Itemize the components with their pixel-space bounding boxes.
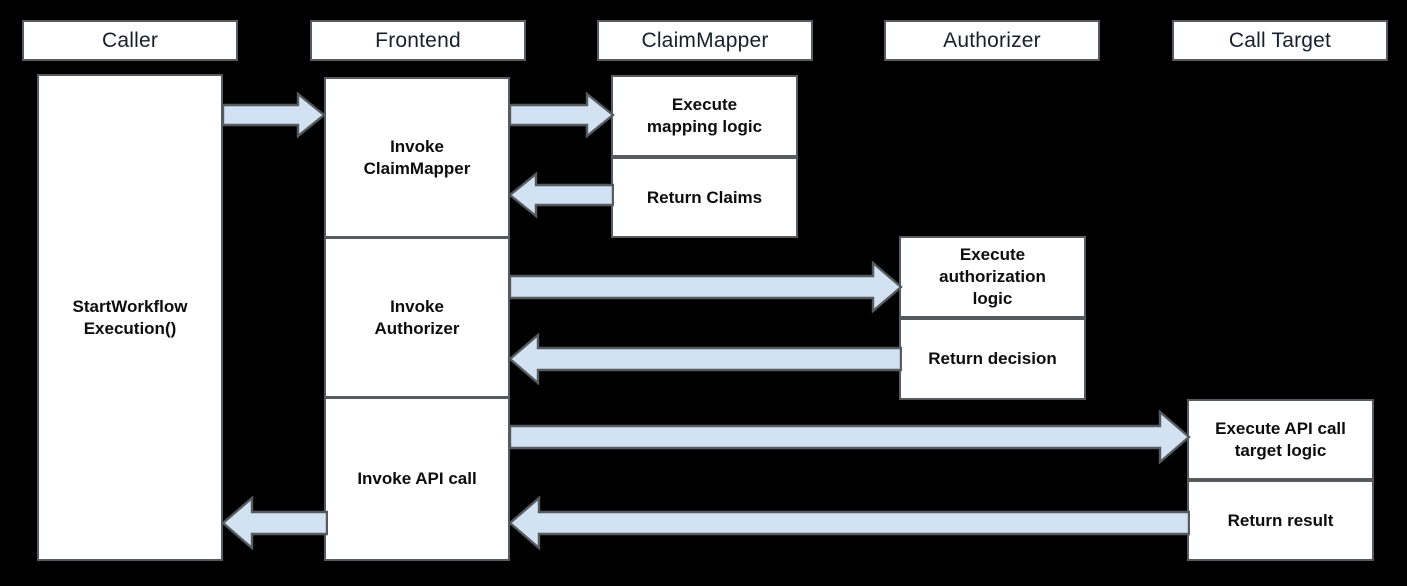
lifeline-header-calltarget: Call Target [1172,20,1388,61]
message-arrow-frontend-to-authorizer [509,261,903,313]
activation-frontend-invoke-claimmapper: Invoke ClaimMapper [324,77,510,238]
message-arrow-frontend-to-claimmapper [509,92,615,138]
activation-label-cm-2: Return Claims [646,187,763,207]
message-arrow-frontend-to-calltarget [509,410,1191,464]
lifeline-label-claimmapper: ClaimMapper [641,28,769,52]
lifeline-header-authorizer: Authorizer [884,20,1100,61]
activation-calltarget-return-result: Return result [1187,480,1374,561]
message-arrow-claimmapper-to-frontend [508,172,614,218]
activation-claimmapper-return-claims: Return Claims [611,157,798,238]
activation-label-az-1: Execute authorization logic [939,245,1046,308]
lifeline-label-caller: Caller [101,28,159,52]
lifeline-label-authorizer: Authorizer [943,28,1041,52]
lifeline-label-frontend: Frontend [375,28,461,52]
activation-caller-main: StartWorkflow Execution() [37,74,223,561]
activation-label-caller-main: StartWorkflow Execution() [72,296,188,338]
activation-label-frontend-2: Invoke Authorizer [374,296,460,338]
activation-label-ct-2: Return result [1227,510,1334,530]
activation-claimmapper-execute-mapping-logic: Execute mapping logic [611,75,798,157]
message-arrow-calltarget-to-frontend [508,496,1190,550]
activation-label-az-2: Return decision [928,349,1057,369]
activation-authorizer-execute-authorization-logic: Execute authorization logic [899,236,1086,318]
activation-frontend-invoke-authorizer: Invoke Authorizer [324,237,510,398]
activation-frontend-invoke-api-call: Invoke API call [324,397,510,561]
lifeline-header-caller: Caller [22,20,238,61]
activation-label-frontend-3: Invoke API call [357,469,477,489]
activation-calltarget-execute-api-call-target-logic: Execute API call target logic [1187,399,1374,480]
message-arrow-authorizer-to-frontend [508,333,902,385]
lifeline-header-frontend: Frontend [310,20,526,61]
message-arrow-frontend-to-caller [221,496,328,550]
lifeline-label-calltarget: Call Target [1228,28,1332,52]
message-arrow-caller-to-frontend [222,92,326,138]
activation-label-ct-1: Execute API call target logic [1215,418,1346,460]
activation-authorizer-return-decision: Return decision [899,318,1086,400]
activation-label-cm-1: Execute mapping logic [646,95,763,136]
activation-label-frontend-1: Invoke ClaimMapper [363,136,471,178]
lifeline-header-claimmapper: ClaimMapper [597,20,813,61]
